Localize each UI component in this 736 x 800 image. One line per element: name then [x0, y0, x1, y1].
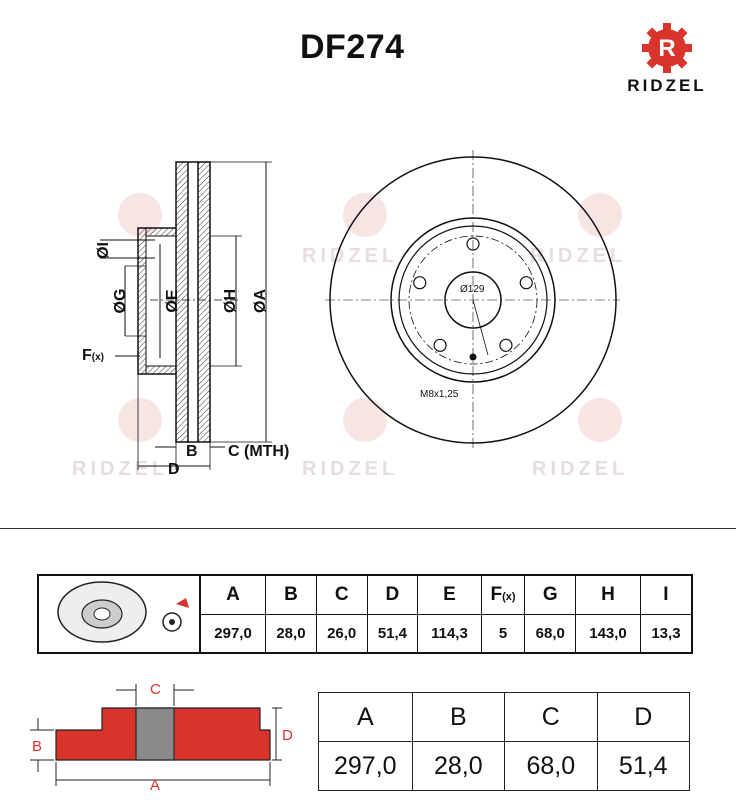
pcd-label: Ø129 — [460, 284, 485, 295]
spec-value-g: 68,0 — [524, 614, 577, 654]
spec-value-f: 5 — [480, 614, 526, 654]
spec-header-b: B — [265, 574, 317, 615]
label-diameter-g: ØG — [112, 289, 129, 314]
section-label-a: A — [150, 777, 160, 793]
product-code-title: DF274 — [300, 28, 405, 66]
dims-header-b: B — [411, 692, 506, 742]
spec-value-c: 26,0 — [315, 614, 368, 654]
label-diameter-e: ØE — [164, 289, 181, 312]
spec-table: A B C D E F(x) G H I 297,0 28,0 26,0 51,… — [37, 574, 693, 654]
spec-header-e: E — [417, 574, 482, 615]
spec-value-i: 13,3 — [639, 614, 693, 654]
gear-logo-icon: R — [642, 23, 692, 73]
label-diameter-a: ØA — [252, 289, 269, 313]
spec-header-d: D — [366, 574, 419, 615]
spec-header-i: I — [639, 574, 693, 615]
side-view — [100, 161, 272, 470]
bolt-hole — [413, 276, 427, 290]
spec-value-e: 114,3 — [417, 614, 482, 654]
section-label-c: C — [150, 681, 161, 698]
bolt-hole — [433, 338, 447, 352]
dims-table: A B C D 297,0 28,0 68,0 51,4 — [318, 692, 691, 791]
spec-header-f: F(x) — [480, 574, 526, 615]
spec-value-d: 51,4 — [366, 614, 419, 654]
label-diameter-h: ØH — [222, 289, 239, 313]
dims-value-a: 297,0 — [318, 741, 413, 791]
dims-value-c: 68,0 — [504, 741, 598, 791]
divider — [0, 528, 736, 529]
spec-value-b: 28,0 — [265, 614, 317, 654]
dims-value-b: 28,0 — [411, 741, 506, 791]
section-label-b: B — [32, 738, 42, 755]
label-f: F(x) — [82, 347, 104, 364]
dims-header-a: A — [318, 692, 413, 742]
watermark-text: RIDZEL — [72, 458, 168, 480]
brand-logo: R RIDZEL — [612, 18, 722, 98]
watermark-text: RIDZEL — [302, 458, 398, 480]
disc-thumbnail-icon — [37, 574, 201, 654]
technical-drawing: RIDZEL RIDZEL RIDZEL RIDZEL RIDZEL — [72, 150, 628, 480]
spec-value-a: 297,0 — [199, 614, 267, 654]
bolt-thread-label: M8x1,25 — [420, 389, 459, 400]
svg-text:R: R — [658, 35, 675, 62]
dims-header-c: C — [504, 692, 598, 742]
watermark-text: RIDZEL — [532, 458, 628, 480]
dims-value-d: 51,4 — [596, 741, 691, 791]
spec-header-c: C — [315, 574, 368, 615]
spec-header-h: H — [575, 574, 641, 615]
dims-header-d: D — [596, 692, 691, 742]
label-b: B — [186, 443, 198, 460]
bolt-hole — [466, 237, 480, 251]
spec-header-a: A — [199, 574, 267, 615]
spec-header-g: G — [524, 574, 577, 615]
brand-name: RIDZEL — [627, 76, 707, 95]
watermark-gears — [118, 193, 622, 442]
watermark-text: RIDZEL — [302, 245, 398, 267]
bolt-hole — [499, 338, 513, 352]
label-c-mth: C (MTH) — [228, 443, 289, 460]
section-label-d: D — [282, 727, 293, 744]
spec-value-h: 143,0 — [575, 614, 641, 654]
label-d: D — [168, 461, 180, 478]
watermark-text: RIDZEL — [530, 245, 626, 267]
front-view — [325, 150, 620, 450]
cross-section-diagram: C B A D — [30, 681, 293, 793]
label-diameter-i: ØI — [95, 242, 112, 259]
bolt-hole — [519, 276, 533, 290]
